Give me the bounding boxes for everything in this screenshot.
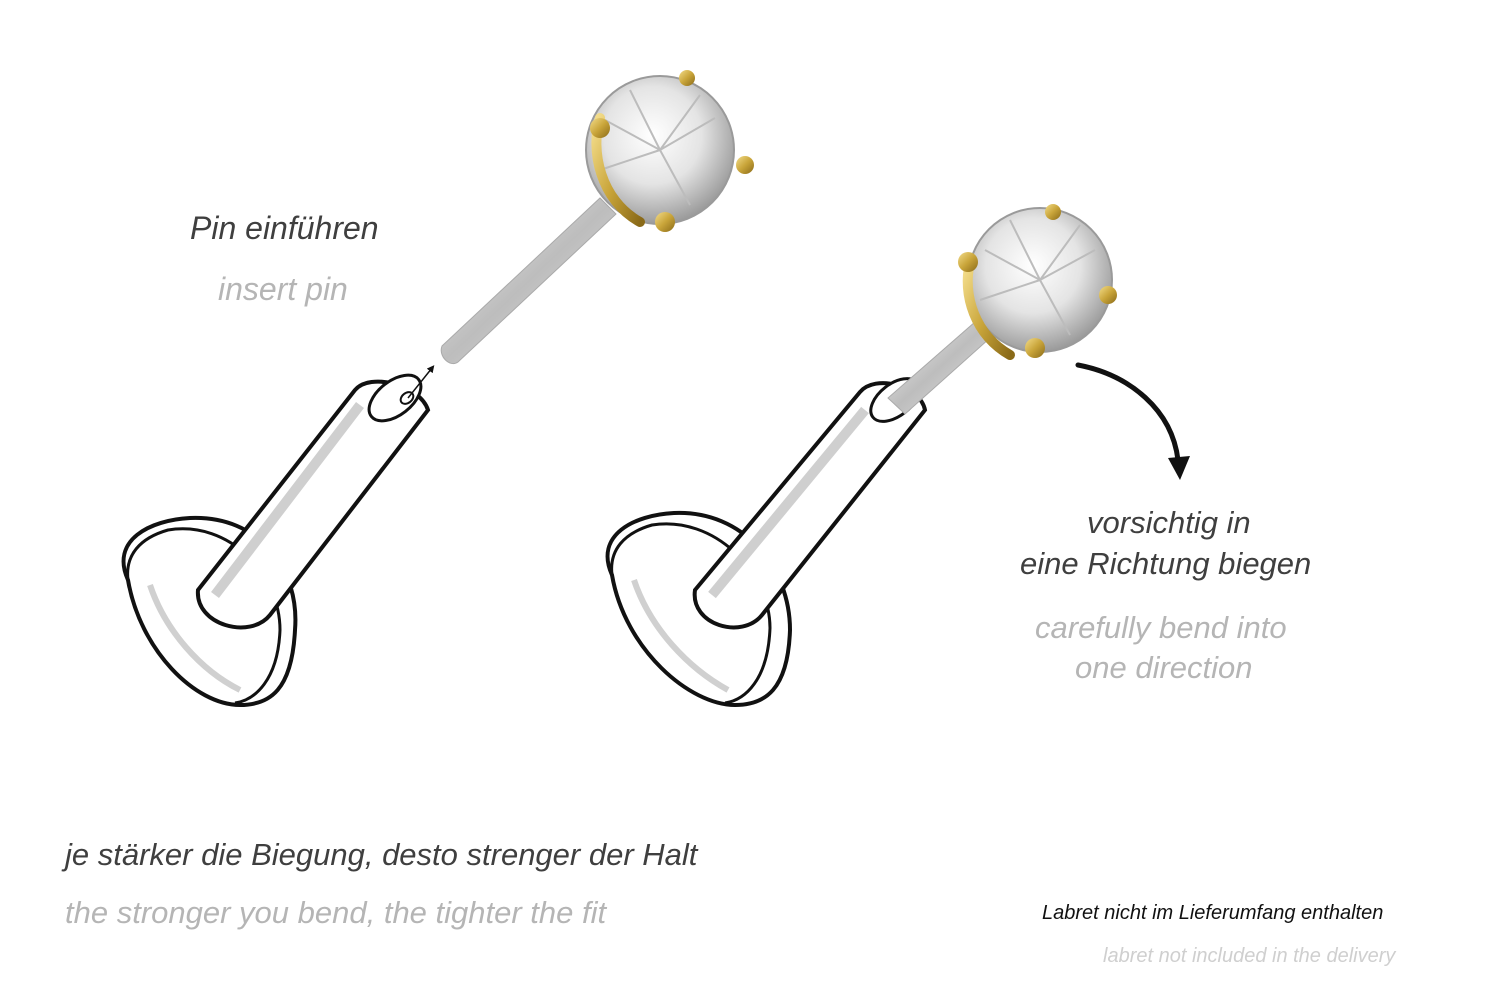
insert-pin-label-en: insert pin bbox=[218, 271, 348, 307]
pin-with-gem-right bbox=[887, 204, 1117, 415]
bend-label-de-line2: eine Richtung biegen bbox=[1020, 546, 1312, 581]
delivery-label-en: labret not included in the delivery bbox=[1103, 945, 1396, 967]
labret-left bbox=[121, 365, 435, 708]
bend-label-en-line2: one direction bbox=[1075, 650, 1253, 685]
fit-label-en: the stronger you bend, the tighter the f… bbox=[65, 895, 607, 930]
bend-arrow-icon bbox=[1075, 362, 1190, 480]
insert-pin-label-de: Pin einführen bbox=[190, 210, 379, 246]
labret-right bbox=[605, 377, 928, 708]
pin-with-gem-left bbox=[440, 70, 754, 364]
delivery-label-de: Labret nicht im Lieferumfang enthalten bbox=[1042, 902, 1384, 924]
bend-label-en-line1: carefully bend into bbox=[1035, 610, 1287, 645]
fit-label-de: je stärker die Biegung, desto strenger d… bbox=[65, 837, 698, 872]
bend-label-de-line1: vorsichtig in bbox=[1087, 505, 1251, 540]
